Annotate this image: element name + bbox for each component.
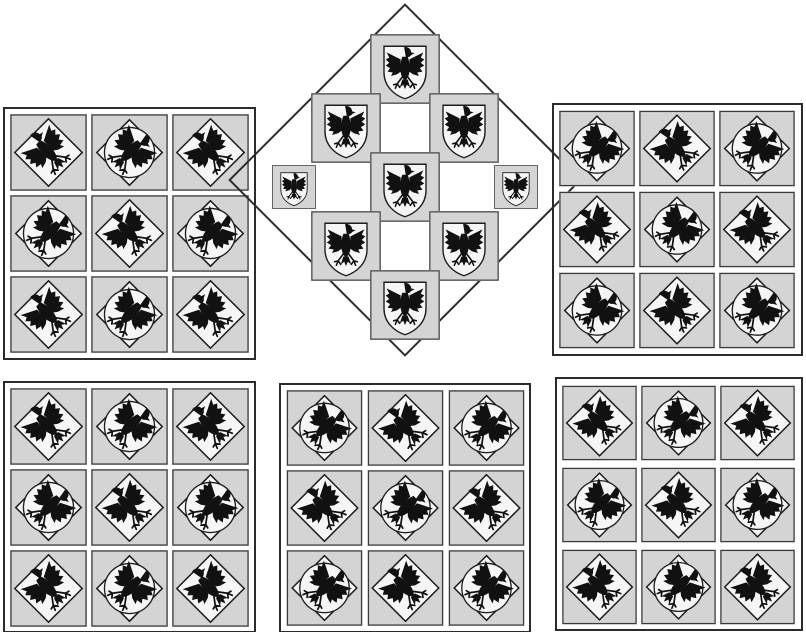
tile-row (10, 276, 249, 353)
eagle-icon (559, 192, 635, 268)
eagle-icon (639, 111, 715, 187)
eagle-icon (91, 550, 168, 627)
tile-row (559, 192, 795, 268)
eagle-icon (287, 390, 363, 466)
tile-row (10, 388, 249, 465)
eagle-icon (449, 470, 525, 546)
eagle-icon (172, 550, 249, 627)
eagle-icon (172, 114, 249, 191)
eagle-icon (449, 550, 525, 626)
eagle-icon (562, 386, 637, 461)
eagle-icon (10, 195, 87, 272)
tile-row (562, 386, 795, 461)
eagle-icon (639, 192, 715, 268)
tile-row (287, 470, 525, 546)
tile-panel-top-right (553, 104, 802, 355)
eagle-icon (172, 276, 249, 353)
eagle-icon (720, 468, 795, 543)
eagle-icon (449, 390, 525, 466)
tile-row (559, 111, 795, 187)
eagle-icon (172, 388, 249, 465)
tile-row (559, 273, 795, 349)
tile-panel-top-left (4, 108, 255, 359)
eagle-icon (287, 470, 363, 546)
tile-row (287, 390, 525, 466)
eagle-icon (639, 273, 715, 349)
tile-row (562, 468, 795, 543)
tile-row (562, 550, 795, 625)
eagle-icon (10, 114, 87, 191)
eagle-icon (720, 550, 795, 625)
eagle-icon (368, 390, 444, 466)
eagle-icon (10, 276, 87, 353)
eagle-icon (641, 468, 716, 543)
shield-icon (370, 270, 440, 340)
eagle-icon (287, 550, 363, 626)
eagle-icon (91, 195, 168, 272)
tile-panel-top-center-shields (272, 34, 538, 340)
eagle-icon (368, 550, 444, 626)
tile-panel-bottom-center (280, 384, 530, 632)
eagle-icon (562, 468, 637, 543)
eagle-icon (172, 195, 249, 272)
tile-row (10, 469, 249, 546)
eagle-icon (719, 273, 795, 349)
eagle-icon (641, 550, 716, 625)
tile-row (10, 550, 249, 627)
eagle-icon (562, 550, 637, 625)
eagle-icon (719, 111, 795, 187)
tile-row (10, 114, 249, 191)
eagle-icon (91, 114, 168, 191)
tile-row (287, 550, 525, 626)
eagle-icon (172, 469, 249, 546)
shield-icon (272, 165, 316, 209)
shield-icon (494, 165, 538, 209)
eagle-icon (91, 469, 168, 546)
eagle-icon (10, 388, 87, 465)
eagle-icon (559, 273, 635, 349)
eagle-icon (641, 386, 716, 461)
eagle-icon (720, 386, 795, 461)
tile-panel-bottom-left (4, 382, 255, 632)
eagle-icon (91, 276, 168, 353)
tile-panel-bottom-right (556, 378, 802, 630)
eagle-icon (91, 388, 168, 465)
eagle-icon (368, 470, 444, 546)
tile-row (10, 195, 249, 272)
eagle-icon (719, 192, 795, 268)
eagle-icon (10, 469, 87, 546)
eagle-icon (559, 111, 635, 187)
eagle-icon (10, 550, 87, 627)
